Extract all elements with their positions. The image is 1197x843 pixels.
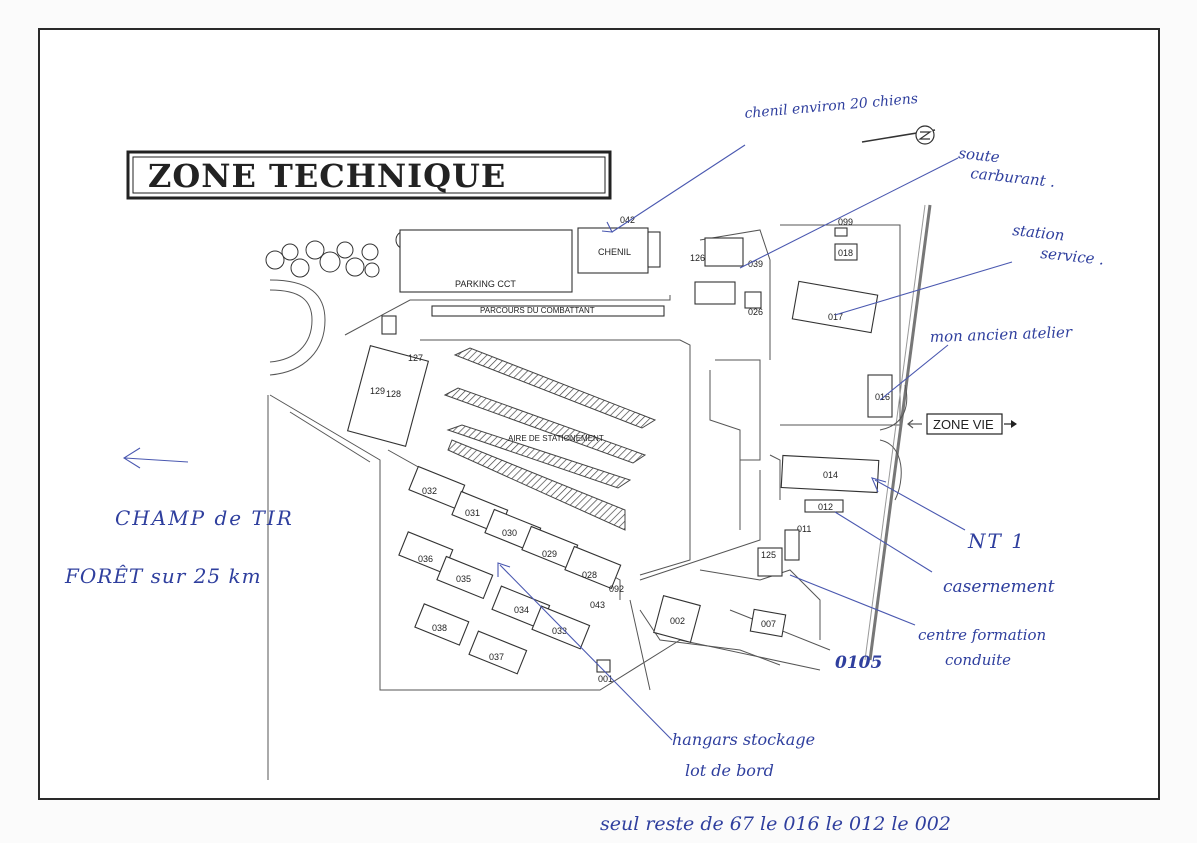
b092-label: 092: [609, 584, 624, 594]
note-nt1: NT 1: [967, 529, 1026, 553]
page-title: ZONE TECHNIQUE: [148, 157, 506, 195]
b039-label: 039: [748, 259, 763, 269]
b016-label: 016: [875, 392, 890, 402]
note-champ: CHAMP de TIR: [115, 506, 294, 530]
parcours-label: PARCOURS DU COMBATTANT: [480, 306, 595, 315]
handwritten-arrows: [122, 144, 1013, 741]
b007-label: 007: [761, 619, 776, 629]
note-soute-1: soute: [958, 144, 1001, 166]
b030-label: 030: [502, 528, 517, 538]
b043-label: 043: [590, 600, 605, 610]
b035-label: 035: [456, 574, 471, 584]
building-chenil: [577, 227, 649, 274]
roads: [267, 204, 932, 780]
b026-label: 026: [748, 307, 763, 317]
zone-vie-label: ZONE VIE: [933, 417, 994, 432]
b034-label: 034: [514, 605, 529, 615]
note-0105: 0105: [835, 653, 882, 673]
b128-label: 128: [386, 389, 401, 399]
parcours-track: [431, 305, 665, 317]
note-casernement: casernement: [943, 577, 1055, 597]
note-atelier: mon ancien atelier: [930, 323, 1074, 346]
b017-label: 017: [828, 312, 843, 322]
b001-label: 001: [598, 674, 613, 684]
note-foret: FORÊT sur 25 km: [64, 564, 262, 588]
b036-label: 036: [418, 554, 433, 564]
note-chenil: chenil environ 20 chiens: [744, 91, 919, 122]
building-129: [346, 345, 430, 447]
parking-label: PARKING CCT: [455, 279, 516, 289]
b014-label: 014: [823, 470, 838, 480]
aire-de-stationnement: [443, 347, 657, 531]
note-hangars-1: hangars stockage: [672, 730, 815, 749]
note-station-2: service .: [1040, 244, 1105, 269]
b011-label: 011: [797, 524, 811, 534]
title-banner: ZONE TECHNIQUE: [126, 150, 612, 200]
tree-cluster-west: [265, 240, 380, 278]
parking-cct: [399, 229, 573, 293]
b038-label: 038: [432, 623, 447, 633]
note-soute-2: carburant .: [970, 164, 1057, 191]
b028-label: 028: [582, 570, 597, 580]
b127-label: 127: [408, 353, 423, 363]
b037-label: 037: [489, 652, 504, 662]
note-hangars-2: lot de bord: [685, 761, 774, 780]
note-station-1: station: [1012, 221, 1066, 244]
hangars-row: [398, 465, 622, 675]
building-042-label: 042: [620, 215, 635, 225]
compass-icon: [861, 125, 936, 145]
b018-label: 018: [838, 248, 853, 258]
b029-label: 029: [542, 549, 557, 559]
stationnement-label: AIRE DE STATIONEMENT: [508, 434, 604, 443]
note-footer: seul reste de 67 le 016 le 012 le 002: [600, 813, 951, 835]
note-centre-1: centre formation: [918, 626, 1046, 644]
b002-label: 002: [670, 616, 685, 626]
b033-label: 033: [552, 626, 567, 636]
b125-label: 125: [761, 550, 776, 560]
zone-vie-sign: ZONE VIE: [907, 413, 1017, 435]
b031-label: 031: [465, 508, 480, 518]
b129-label: 129: [370, 386, 385, 396]
note-centre-2: conduite: [945, 651, 1011, 669]
b126-label: 126: [690, 253, 705, 263]
chenil-label: CHENIL: [598, 247, 631, 257]
b012-label: 012: [818, 502, 833, 512]
b032-label: 032: [422, 486, 437, 496]
b099-label: 099: [838, 217, 853, 227]
